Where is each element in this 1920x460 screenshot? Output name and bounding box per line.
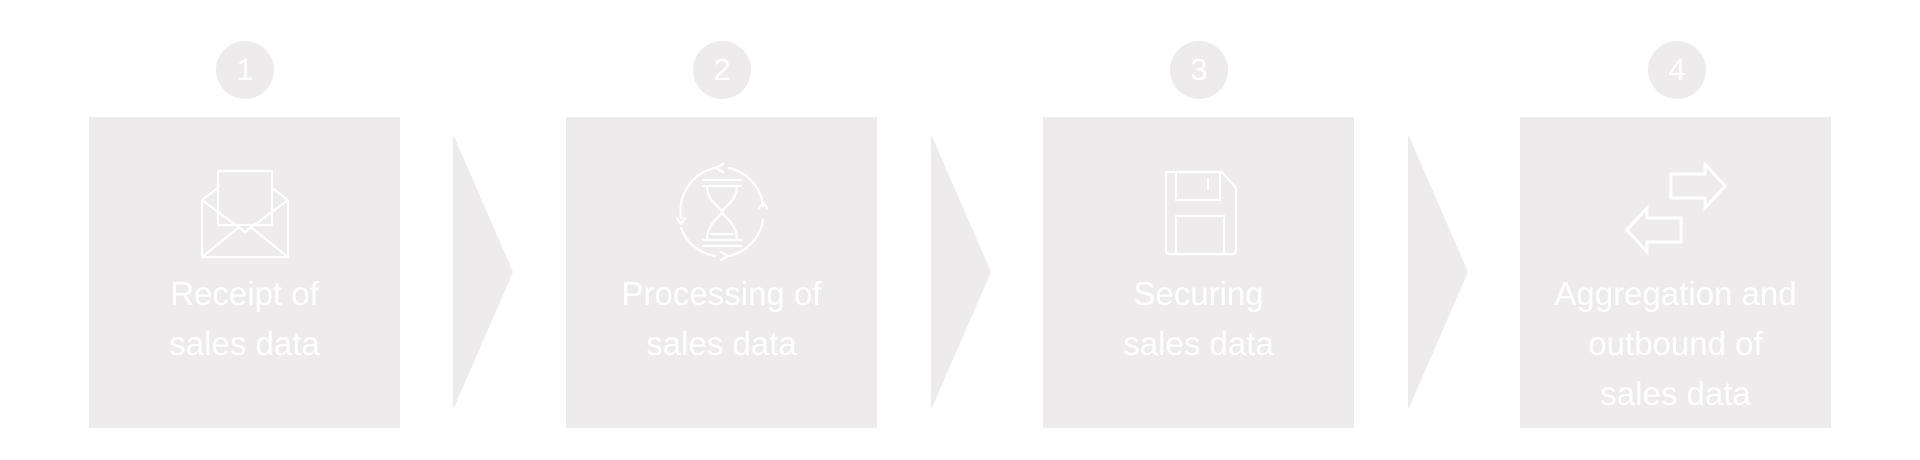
envelope-icon (200, 169, 289, 259)
chevron-arrow-3 (1408, 134, 1468, 410)
step-2-card: Processing of sales data (566, 117, 877, 428)
step-4-label: Aggregation and outbound of sales data (1554, 275, 1797, 412)
step-3-label: Securing sales data (1123, 275, 1274, 362)
step-3-card: Securing sales data (1043, 117, 1354, 428)
step-1-number-badge: 1 (216, 41, 274, 99)
floppy-disk-icon (1164, 170, 1237, 256)
exchange-arrows-icon (1624, 162, 1727, 256)
step-2-number-badge: 2 (693, 41, 751, 99)
hourglass-cycle-icon (675, 162, 768, 262)
step-4-card: Aggregation and outbound of sales data (1520, 117, 1831, 428)
chevron-arrow-1 (453, 134, 513, 410)
step-4-number-badge: 4 (1648, 41, 1706, 99)
step-1-card: Receipt of sales data (89, 117, 400, 428)
step-1-label: Receipt of sales data (169, 275, 320, 362)
step-2-label: Processing of sales data (621, 275, 822, 362)
step-3-number-badge: 3 (1170, 41, 1228, 99)
chevron-arrow-2 (931, 134, 991, 410)
